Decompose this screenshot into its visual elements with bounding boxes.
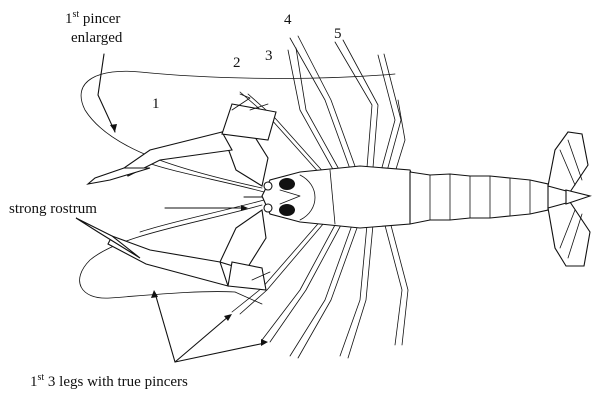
- pincer-label-line2: enlarged: [71, 30, 123, 46]
- leg-number-4: 4: [284, 12, 292, 28]
- leg-number-2: 2: [233, 55, 241, 71]
- leg-number-5: 5: [334, 26, 342, 42]
- tail-fan: [548, 132, 590, 266]
- rostrum-label: strong rostrum: [9, 201, 97, 217]
- abdomen: [410, 172, 548, 224]
- pincer-label-line1: 1st pincer: [65, 9, 120, 27]
- label-pointers: [98, 54, 268, 362]
- bottom-pincer: [76, 210, 270, 304]
- leg-number-3: 3: [265, 48, 273, 64]
- legs-label: 1st 3 legs with true pincers: [30, 372, 188, 390]
- leg-number-1: 1: [152, 96, 160, 112]
- carapace: [244, 166, 420, 228]
